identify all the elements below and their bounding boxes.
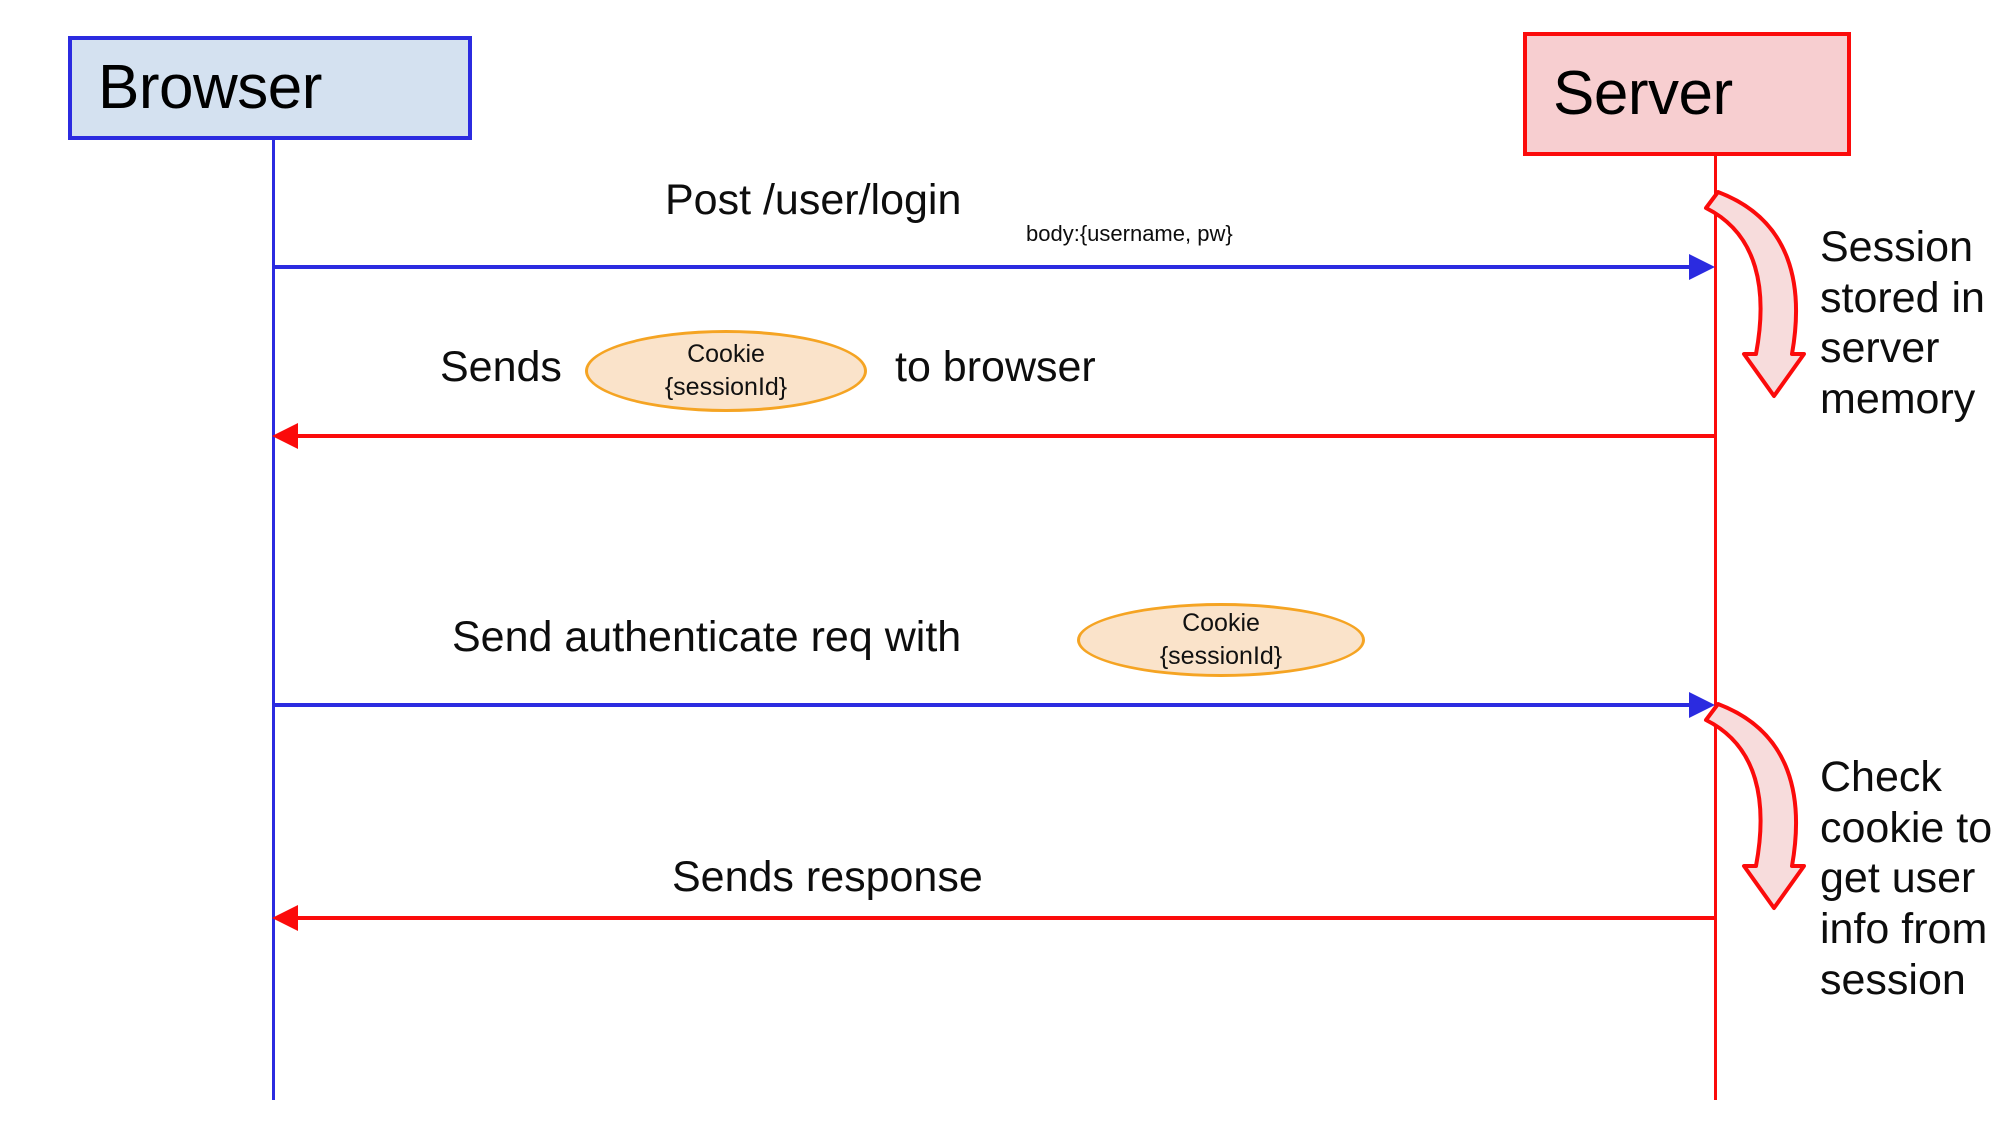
message-2-label-before: Sends xyxy=(440,343,562,391)
self-action-1-text: Session stored in server memory xyxy=(1820,223,1985,424)
self-loop-arrow-2-icon xyxy=(1700,690,1820,955)
lifeline-browser xyxy=(272,140,275,1100)
message-2-arrow-line xyxy=(290,434,1716,438)
cookie-badge-2-line2: {sessionId} xyxy=(1159,642,1283,670)
message-4-label: Sends response xyxy=(672,853,983,901)
participant-server-label: Server xyxy=(1553,59,1733,128)
cookie-badge-1-line2: {sessionId} xyxy=(664,373,788,401)
self-loop-arrow-1-icon xyxy=(1700,178,1820,443)
participant-server[interactable]: Server xyxy=(1523,32,1851,156)
message-3-label-before: Send authenticate req with xyxy=(452,613,962,661)
message-1-sublabel: body:{username, pw} xyxy=(1026,221,1233,246)
message-1-arrowhead-icon xyxy=(1689,254,1715,280)
message-1-arrow-line xyxy=(272,265,1692,269)
cookie-badge-1-line1: Cookie xyxy=(687,340,765,368)
cookie-badge-2[interactable]: Cookie {sessionId} xyxy=(1077,603,1365,677)
message-2-label-after: to browser xyxy=(895,343,1096,391)
lifeline-server xyxy=(1714,156,1717,1100)
self-action-2-text: Check cookie to get user info from sessi… xyxy=(1820,753,1993,1004)
message-3-arrow-line xyxy=(272,703,1692,707)
message-4-arrow-line xyxy=(290,916,1716,920)
cookie-badge-2-line1: Cookie xyxy=(1182,609,1260,637)
message-1-label: Post /user/login xyxy=(665,176,962,224)
participant-browser[interactable]: Browser xyxy=(68,36,472,140)
message-4-arrowhead-icon xyxy=(272,905,298,931)
participant-browser-label: Browser xyxy=(98,53,322,122)
message-2-arrowhead-icon xyxy=(272,423,298,449)
cookie-badge-1[interactable]: Cookie {sessionId} xyxy=(585,330,867,412)
